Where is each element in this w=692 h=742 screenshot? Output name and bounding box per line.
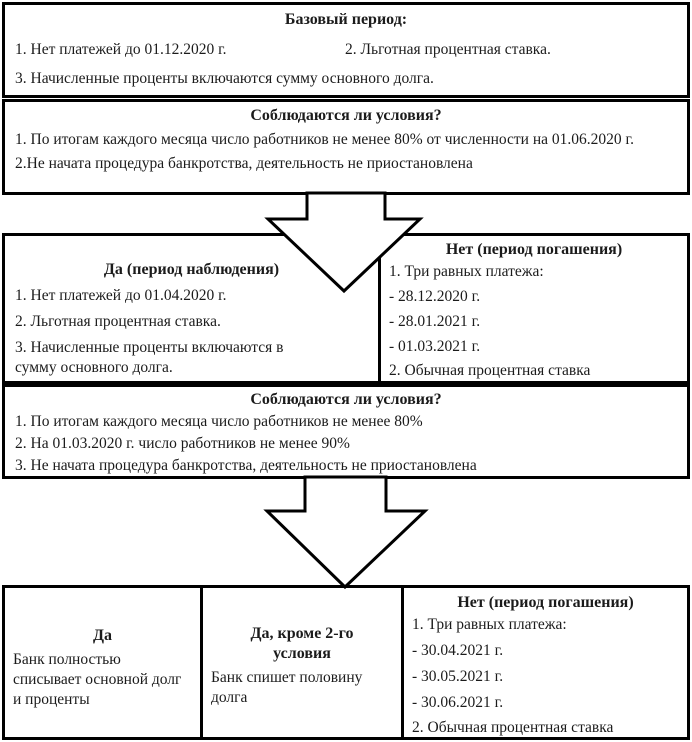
base-period-item-2: 2. Льготная процентная ставка. bbox=[345, 41, 551, 58]
base-period-title: Базовый период: bbox=[284, 11, 408, 28]
observation-item-1: 1. Нет платежей до 01.04.2020 г. bbox=[15, 287, 227, 304]
conditions2-box: Соблюдаются ли условия? 1. По итогам каж… bbox=[2, 384, 690, 479]
repayment2-date-1: - 30.04.2021 г. bbox=[412, 642, 504, 659]
base-period-row: 1. Нет платежей до 01.12.2020 г. 2. Льго… bbox=[15, 40, 677, 60]
observation-item-2: 2. Льготная процентная ставка. bbox=[15, 313, 221, 330]
conditions1-box: Соблюдаются ли условия? 1. По итогам каж… bbox=[2, 99, 690, 195]
base-period-item-1: 1. Нет платежей до 01.12.2020 г. bbox=[15, 41, 227, 58]
repayment1-date-3: - 01.03.2021 г. bbox=[389, 338, 481, 355]
repayment1-item-2: 2. Обычная процентная ставка bbox=[389, 362, 591, 379]
repayment2-item-1: 1. Три равных платежа: bbox=[412, 616, 567, 633]
repayment2-date-2: - 30.05.2021 г. bbox=[412, 668, 504, 685]
conditions2-item-1: 1. По итогам каждого месяца число работн… bbox=[15, 413, 423, 430]
base-period-box: Базовый период: 1. Нет платежей до 01.12… bbox=[2, 2, 690, 98]
outcome-partial-body: Банк спишет половину долга bbox=[211, 669, 363, 706]
outcome-yes-title: Да bbox=[92, 627, 112, 644]
repayment2-box: Нет (период погашения) 1. Три равных пла… bbox=[401, 585, 690, 740]
repayment1-title: Нет (период погашения) bbox=[445, 241, 623, 258]
repayment2-date-3: - 30.06.2021 г. bbox=[412, 694, 504, 711]
down-arrow-2-icon bbox=[263, 475, 429, 590]
conditions2-item-3: 3. Не начата процедура банкротства, деят… bbox=[15, 457, 477, 474]
conditions1-title: Соблюдаются ли условия? bbox=[250, 107, 442, 124]
observation-period-title: Да (период наблюдения) bbox=[103, 261, 280, 278]
repayment1-item-1: 1. Три равных платежа: bbox=[389, 263, 544, 280]
repayment1-date-1: - 28.12.2020 г. bbox=[389, 288, 481, 305]
repayment2-item-2: 2. Обычная процентная ставка bbox=[412, 719, 614, 736]
observation-period-box: Да (период наблюдения) 1. Нет платежей д… bbox=[2, 233, 381, 384]
outcome-yes-body: Банк полностью списывает основной долг и… bbox=[13, 651, 182, 708]
outcome-partial-title: Да, кроме 2-го условия bbox=[250, 625, 354, 662]
repayment1-date-2: - 28.01.2021 г. bbox=[389, 313, 481, 330]
base-period-item-3: 3. Начисленные проценты включаются сумму… bbox=[15, 70, 434, 87]
repayment2-title: Нет (период погашения) bbox=[457, 594, 634, 611]
conditions1-item-1: 1. По итогам каждого месяца число работн… bbox=[15, 131, 634, 148]
conditions2-title: Соблюдаются ли условия? bbox=[250, 391, 442, 408]
conditions2-item-2: 2. На 01.03.2020 г. число работников не … bbox=[15, 435, 350, 452]
outcome-partial-box: Да, кроме 2-го условия Банк спишет полов… bbox=[200, 585, 404, 740]
conditions1-item-2: 2.Не начата процедура банкротства, деяте… bbox=[15, 155, 473, 172]
outcome-yes-box: Да Банк полностью списывает основной дол… bbox=[2, 585, 203, 740]
repayment1-box: Нет (период погашения) 1. Три равных пла… bbox=[378, 233, 690, 384]
observation-item-3: 3. Начисленные проценты включаются в сум… bbox=[15, 339, 284, 376]
